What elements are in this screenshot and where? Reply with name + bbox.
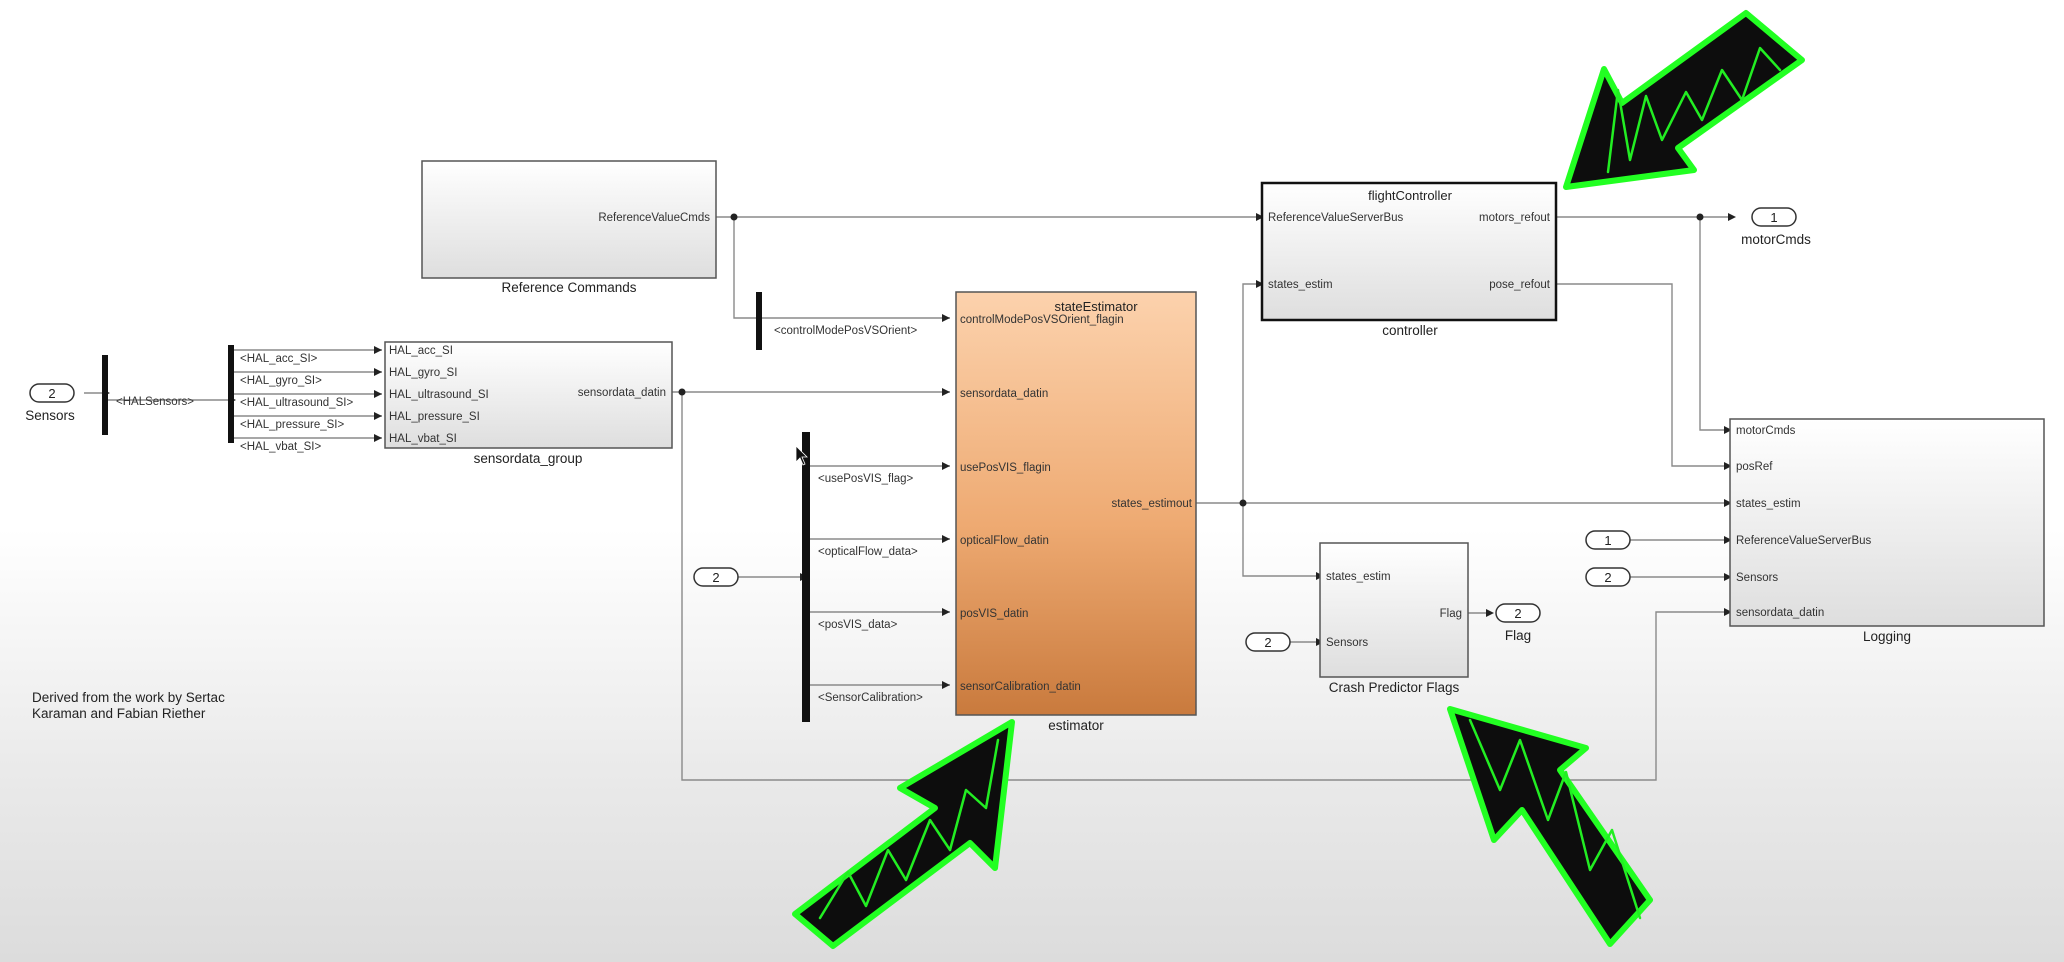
signal-label-hal-sensors: <HALSensors> [116, 396, 194, 408]
estimator-constant-value: 2 [712, 570, 719, 585]
reference-out-port: ReferenceValueCmds [598, 212, 710, 224]
attribution-note: Derived from the work by Sertac Karaman … [32, 690, 225, 721]
bus-selector-hal-signals[interactable] [228, 345, 234, 443]
logging-in-port: posRef [1736, 461, 1773, 473]
crash-constant[interactable]: 2 [1245, 632, 1291, 652]
signal-label-hal-ultrasound: <HAL_ultrasound_SI> [240, 397, 353, 409]
estimator-in-port: opticalFlow_datin [960, 535, 1049, 547]
logging-in-port: ReferenceValueServerBus [1736, 535, 1872, 547]
flag-outport-label: Flag [1505, 628, 1531, 643]
estimator-out-port: states_estimout [1111, 498, 1192, 510]
highlight-arrow-crash-predictor-icon [1447, 706, 1653, 947]
logging-label: Logging [1863, 629, 1911, 644]
logging-constant-1[interactable]: 1 [1585, 530, 1631, 550]
logging-in-port: Sensors [1736, 572, 1778, 584]
sensors-inport-label: Sensors [25, 408, 75, 423]
bus-selector-estimator-inputs[interactable] [802, 432, 810, 722]
estimator-in-port: posVIS_datin [960, 608, 1028, 620]
flag-outport[interactable]: 2 Flag [1495, 603, 1541, 643]
sensordata-group-block[interactable]: HAL_acc_SI HAL_gyro_SI HAL_ultrasound_SI… [384, 341, 673, 466]
attribution-line-2: Karaman and Fabian Riether [32, 706, 206, 721]
reference-commands-label: Reference Commands [501, 280, 636, 295]
signal-labels: <HALSensors> <HAL_acc_SI> <HAL_gyro_SI> … [116, 325, 923, 704]
highlight-arrow-controller-icon [1563, 10, 1805, 190]
signal-lines [84, 216, 1728, 781]
sensors-inport[interactable]: 2 Sensors [25, 383, 75, 423]
motor-cmds-outport-label: motorCmds [1741, 232, 1811, 247]
estimator-label: estimator [1048, 718, 1104, 733]
sensordata-group-out-port: sensordata_datin [578, 387, 666, 399]
motor-cmds-outport[interactable]: 1 motorCmds [1741, 207, 1811, 247]
signal-label-control-mode: <controlModePosVSOrient> [774, 325, 917, 337]
flag-outport-number: 2 [1514, 606, 1521, 621]
logging-block[interactable]: motorCmds posRef states_estim ReferenceV… [1729, 418, 2045, 644]
controller-label: controller [1382, 323, 1438, 338]
crash-predictor-label: Crash Predictor Flags [1329, 680, 1460, 695]
signal-label-hal-gyro: <HAL_gyro_SI> [240, 375, 322, 387]
crash-constant-value: 2 [1264, 635, 1271, 650]
sensordata-group-label: sensordata_group [474, 451, 583, 466]
signal-label-hal-acc: <HAL_acc_SI> [240, 353, 318, 365]
sensordata-group-in-port: HAL_pressure_SI [389, 411, 480, 423]
estimator-in-port: sensordata_datin [960, 388, 1048, 400]
estimator-constant[interactable]: 2 [693, 567, 739, 587]
branch-points [678, 213, 1704, 507]
estimator-in-port: sensorCalibration_datin [960, 681, 1081, 693]
controller-title: flightController [1368, 188, 1452, 203]
logging-in-port: motorCmds [1736, 425, 1796, 437]
crash-in-port: Sensors [1326, 637, 1368, 649]
signal-label-pos-vis: <posVIS_data> [818, 619, 898, 631]
controller-in-port: states_estim [1268, 279, 1333, 291]
signal-label-sensor-cal: <SensorCalibration> [818, 692, 923, 704]
attribution-line-1: Derived from the work by Sertac [32, 690, 225, 705]
sensordata-group-in-port: HAL_vbat_SI [389, 433, 457, 445]
sensordata-group-in-port: HAL_ultrasound_SI [389, 389, 489, 401]
controller-in-port: ReferenceValueServerBus [1268, 212, 1404, 224]
crash-out-port: Flag [1440, 608, 1462, 620]
logging-in-port: sensordata_datin [1736, 607, 1824, 619]
signal-label-optical-flow: <opticalFlow_data> [818, 546, 918, 558]
sensors-inport-number: 2 [48, 386, 55, 401]
motor-cmds-outport-number: 1 [1770, 210, 1777, 225]
logging-constant-2[interactable]: 2 [1585, 567, 1631, 587]
crash-predictor-block[interactable]: states_estim Sensors Flag Crash Predicto… [1319, 542, 1469, 695]
controller-block[interactable]: flightController ReferenceValueServerBus… [1260, 181, 1558, 338]
logging-in-port: states_estim [1736, 498, 1801, 510]
controller-out-port: pose_refout [1489, 279, 1551, 291]
bus-selector-hal-sensors[interactable] [102, 355, 108, 435]
logging-constant-1-value: 1 [1604, 533, 1611, 548]
highlight-arrow-estimator-icon [792, 719, 1015, 949]
estimator-in-port: usePosVIS_flagin [960, 462, 1051, 474]
controller-out-port: motors_refout [1479, 212, 1551, 224]
mouse-pointer-icon [795, 445, 808, 466]
reference-commands-block[interactable]: ReferenceValueCmds Reference Commands [421, 160, 717, 295]
signal-label-hal-pressure: <HAL_pressure_SI> [240, 419, 344, 431]
logging-constant-2-value: 2 [1604, 570, 1611, 585]
signal-label-use-pos-vis: <usePosVIS_flag> [818, 473, 914, 485]
sensordata-group-in-port: HAL_acc_SI [389, 345, 453, 357]
signal-label-hal-vbat: <HAL_vbat_SI> [240, 441, 321, 453]
estimator-block[interactable]: stateEstimator controlModePosVSOrient_fl… [955, 291, 1197, 733]
estimator-title: stateEstimator [1054, 299, 1138, 314]
estimator-in-port: controlModePosVSOrient_flagin [960, 314, 1124, 326]
bus-selector-control-mode[interactable] [756, 292, 762, 350]
sensordata-group-in-port: HAL_gyro_SI [389, 367, 457, 379]
crash-in-port: states_estim [1326, 571, 1391, 583]
